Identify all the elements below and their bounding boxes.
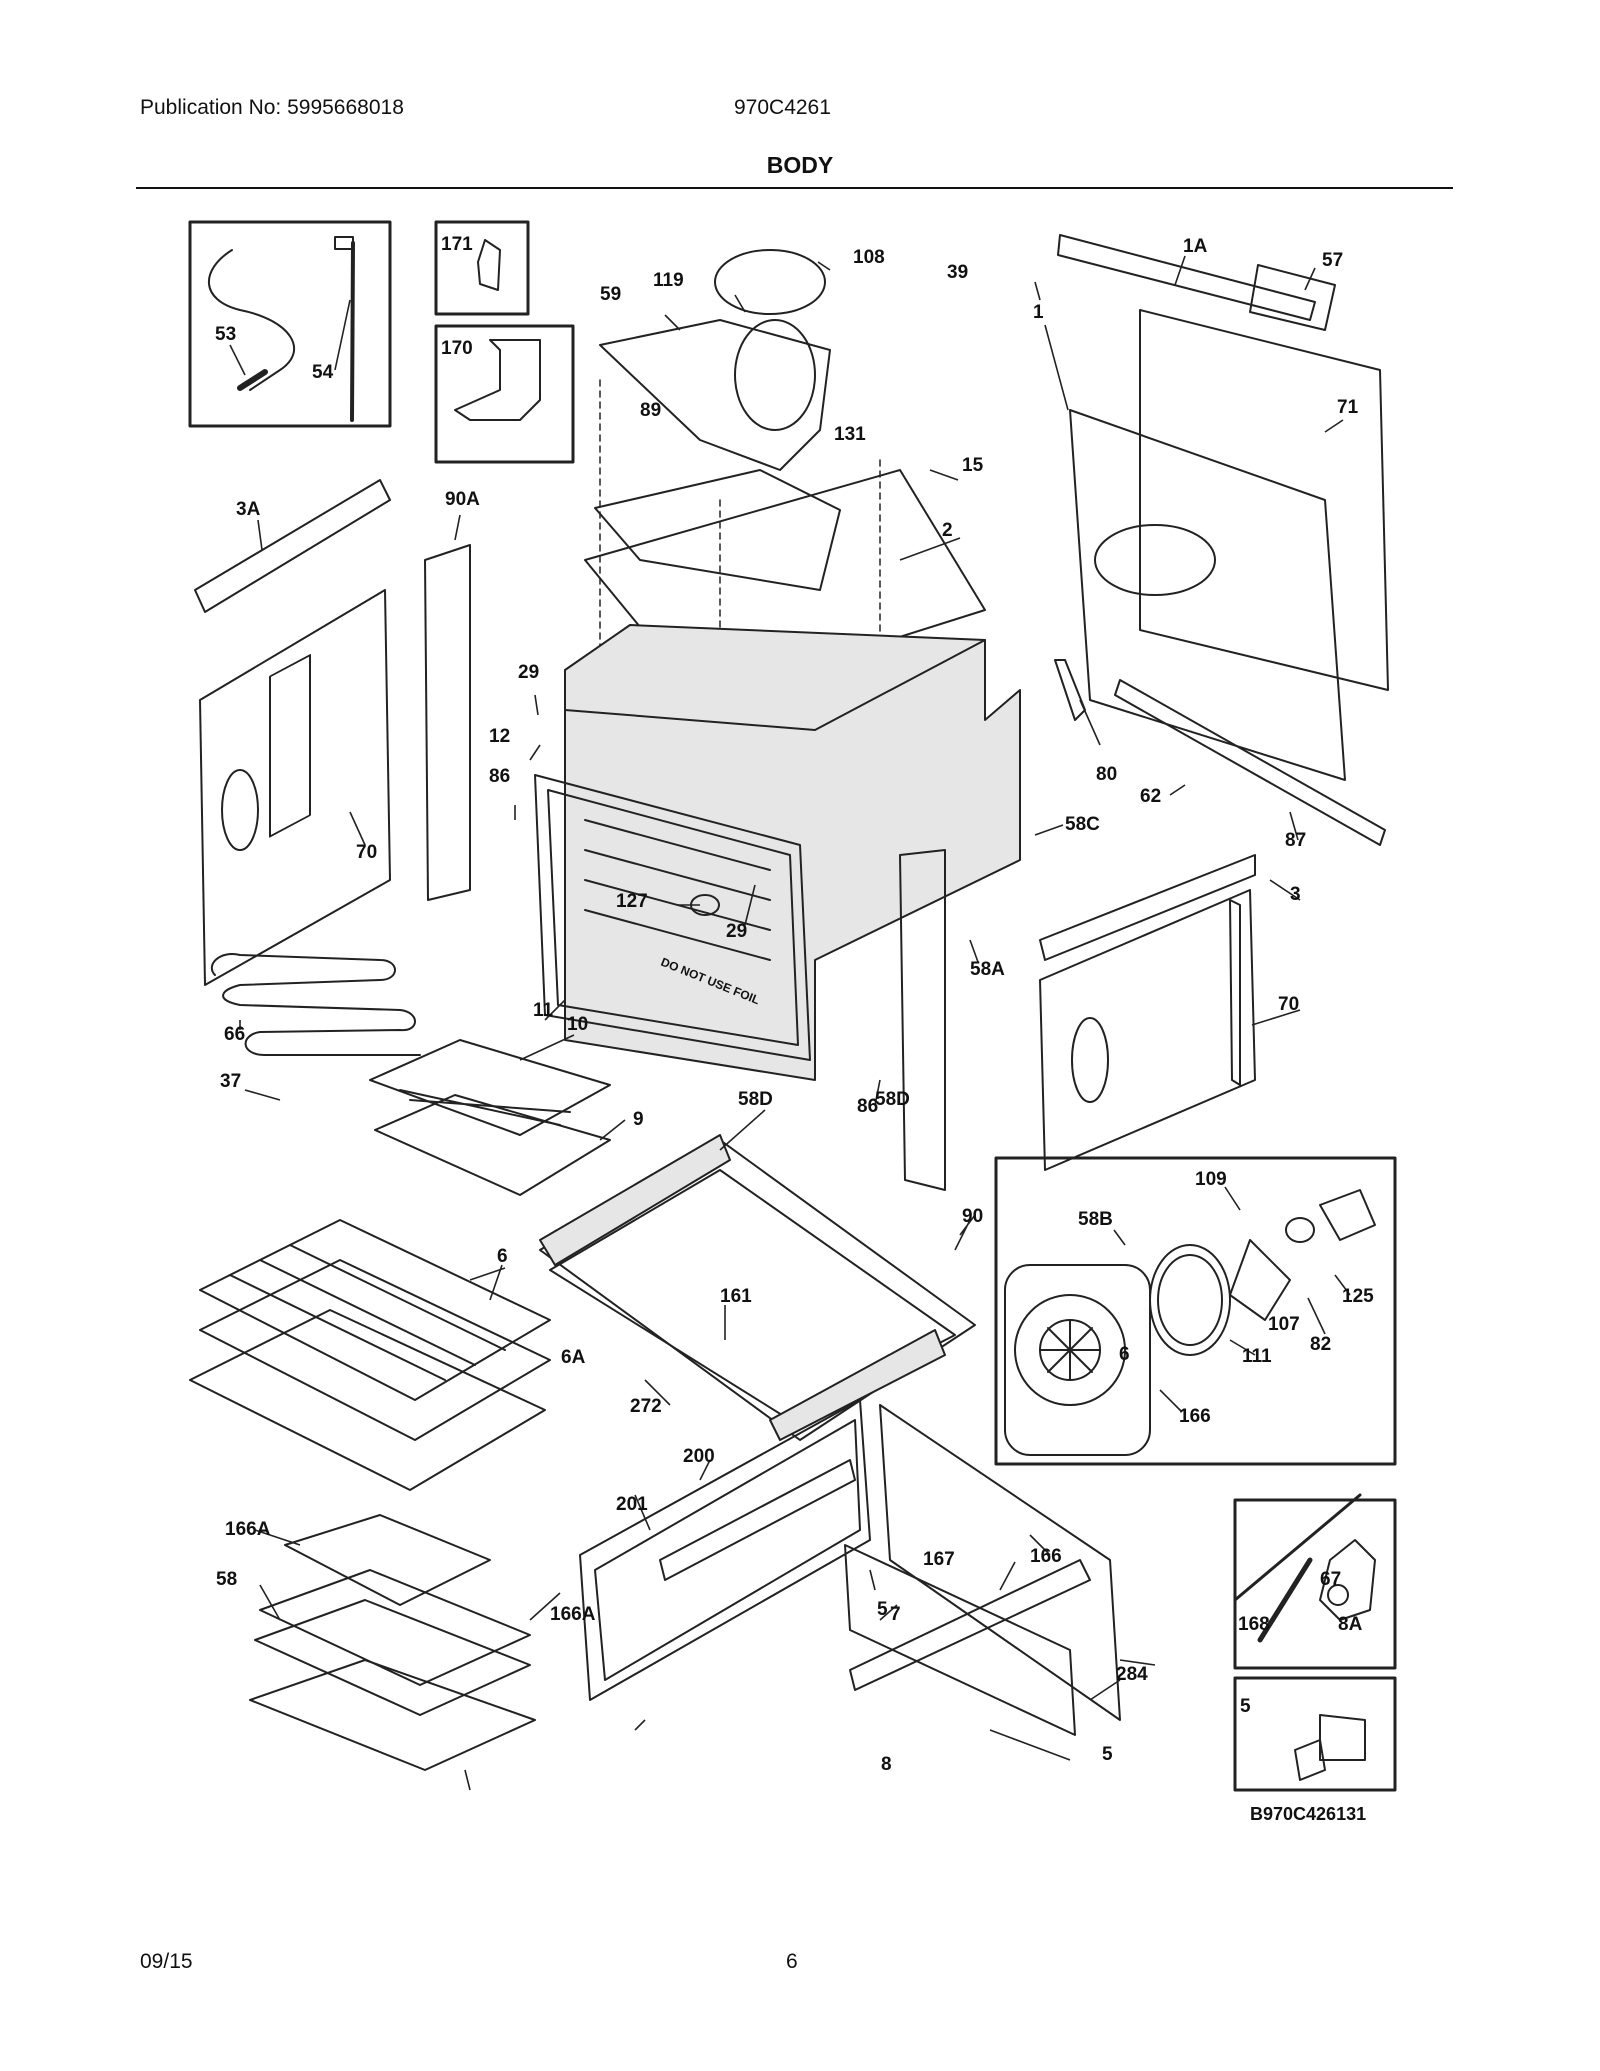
callout-119: 119 bbox=[653, 270, 684, 291]
callout-9: 9 bbox=[633, 1109, 644, 1130]
callout-80: 80 bbox=[1096, 764, 1117, 785]
side-panel-left-part bbox=[194, 479, 471, 986]
callout-8: 8 bbox=[881, 1754, 892, 1775]
bake-element-part bbox=[249, 1514, 536, 1771]
callout-125: 125 bbox=[1342, 1286, 1374, 1307]
callout-12: 12 bbox=[489, 726, 510, 747]
inset-box-hinge bbox=[1233, 1493, 1397, 1670]
callout-58a: 58A bbox=[970, 959, 1005, 980]
callout-90a: 90A bbox=[445, 489, 480, 510]
callout-39: 39 bbox=[947, 262, 968, 283]
callout-71: 71 bbox=[1337, 397, 1359, 418]
callout-86: 86 bbox=[489, 766, 510, 787]
callout-272: 272 bbox=[630, 1396, 662, 1417]
page-title: BODY bbox=[766, 152, 834, 178]
callout-166: 166 bbox=[1179, 1406, 1211, 1427]
callout-54: 54 bbox=[312, 362, 334, 383]
footer-date: 09/15 bbox=[140, 1950, 193, 1973]
callout-1: 1 bbox=[1033, 302, 1044, 323]
broil-element-part bbox=[210, 953, 421, 1056]
callout-58c: 58C bbox=[1065, 814, 1100, 835]
callout-7: 7 bbox=[890, 1604, 901, 1625]
model-number: 970C4261 bbox=[734, 96, 831, 119]
callout-87: 87 bbox=[1285, 830, 1306, 851]
inset-box-switch-284 bbox=[1233, 1676, 1397, 1792]
callout-5: 5 bbox=[1240, 1696, 1251, 1717]
callout-201: 201 bbox=[616, 1494, 648, 1515]
callout-29: 29 bbox=[518, 662, 539, 683]
callout-170: 170 bbox=[441, 338, 473, 359]
diagram-reference-code: B970C426131 bbox=[1250, 1804, 1366, 1824]
callout-67: 67 bbox=[1320, 1569, 1341, 1590]
callout-6a: 6A bbox=[561, 1347, 586, 1368]
callout-70: 70 bbox=[356, 842, 377, 863]
callout-168: 168 bbox=[1238, 1614, 1270, 1635]
callout-82: 82 bbox=[1310, 1334, 1331, 1355]
inset-box-convection-fan bbox=[994, 1156, 1397, 1466]
callout-166a: 166A bbox=[225, 1519, 271, 1540]
inset-box-sensor-wire bbox=[188, 220, 392, 428]
header-divider bbox=[136, 187, 1453, 189]
callout-59: 59 bbox=[600, 284, 621, 305]
callout-89: 89 bbox=[640, 400, 661, 421]
page-number: 6 bbox=[786, 1950, 798, 1973]
callout-5: 5 bbox=[1102, 1744, 1113, 1765]
callout-109: 109 bbox=[1195, 1169, 1227, 1190]
callout-5: 5 bbox=[877, 1599, 888, 1620]
callout-62: 62 bbox=[1140, 786, 1161, 807]
callout-107: 107 bbox=[1268, 1314, 1300, 1335]
callout-166a: 166A bbox=[550, 1604, 596, 1625]
callout-6: 6 bbox=[1119, 1344, 1130, 1365]
callout-58: 58 bbox=[216, 1569, 237, 1590]
callout-53: 53 bbox=[215, 324, 236, 345]
callout-284: 284 bbox=[1116, 1664, 1148, 1685]
leader-lines bbox=[229, 255, 1351, 1791]
callout-131: 131 bbox=[834, 424, 866, 445]
callout-6: 6 bbox=[497, 1246, 508, 1267]
broiler-pan-part bbox=[369, 1039, 611, 1196]
oven-rack-part bbox=[189, 1219, 551, 1491]
callout-108: 108 bbox=[853, 247, 885, 268]
callout-58d: 58D bbox=[875, 1089, 910, 1110]
callout-66: 66 bbox=[224, 1024, 245, 1045]
callout-127: 127 bbox=[616, 891, 648, 912]
callout-58b: 58B bbox=[1078, 1209, 1113, 1230]
callout-111: 111 bbox=[1242, 1346, 1272, 1367]
callout-90: 90 bbox=[962, 1206, 983, 1227]
inset-box-bracket-170 bbox=[434, 324, 575, 464]
callout-1a: 1A bbox=[1183, 236, 1208, 257]
callout-29: 29 bbox=[726, 921, 747, 942]
callout-57: 57 bbox=[1322, 250, 1343, 271]
callout-15: 15 bbox=[962, 455, 984, 476]
callout-10: 10 bbox=[567, 1014, 588, 1035]
callout-86: 86 bbox=[857, 1096, 878, 1117]
callout-58d: 58D bbox=[738, 1089, 773, 1110]
callout-70: 70 bbox=[1278, 994, 1299, 1015]
callout-167: 167 bbox=[923, 1549, 955, 1570]
inset-box-bracket-171 bbox=[434, 220, 530, 316]
callout-2: 2 bbox=[942, 520, 953, 541]
callout-3: 3 bbox=[1290, 884, 1301, 905]
callout-161: 161 bbox=[720, 1286, 752, 1307]
callout-8a: 8A bbox=[1338, 1614, 1363, 1635]
callout-166: 166 bbox=[1030, 1546, 1062, 1567]
callout-171: 171 bbox=[441, 234, 473, 255]
callout-200: 200 bbox=[683, 1446, 715, 1467]
callout-11: 11 bbox=[533, 1000, 554, 1021]
oven-cavity-part bbox=[534, 624, 1021, 1081]
frame-part bbox=[539, 1134, 1121, 1736]
callout-3a: 3A bbox=[236, 499, 261, 520]
callout-37: 37 bbox=[220, 1071, 241, 1092]
publication-number: Publication No: 5995668018 bbox=[140, 96, 404, 119]
